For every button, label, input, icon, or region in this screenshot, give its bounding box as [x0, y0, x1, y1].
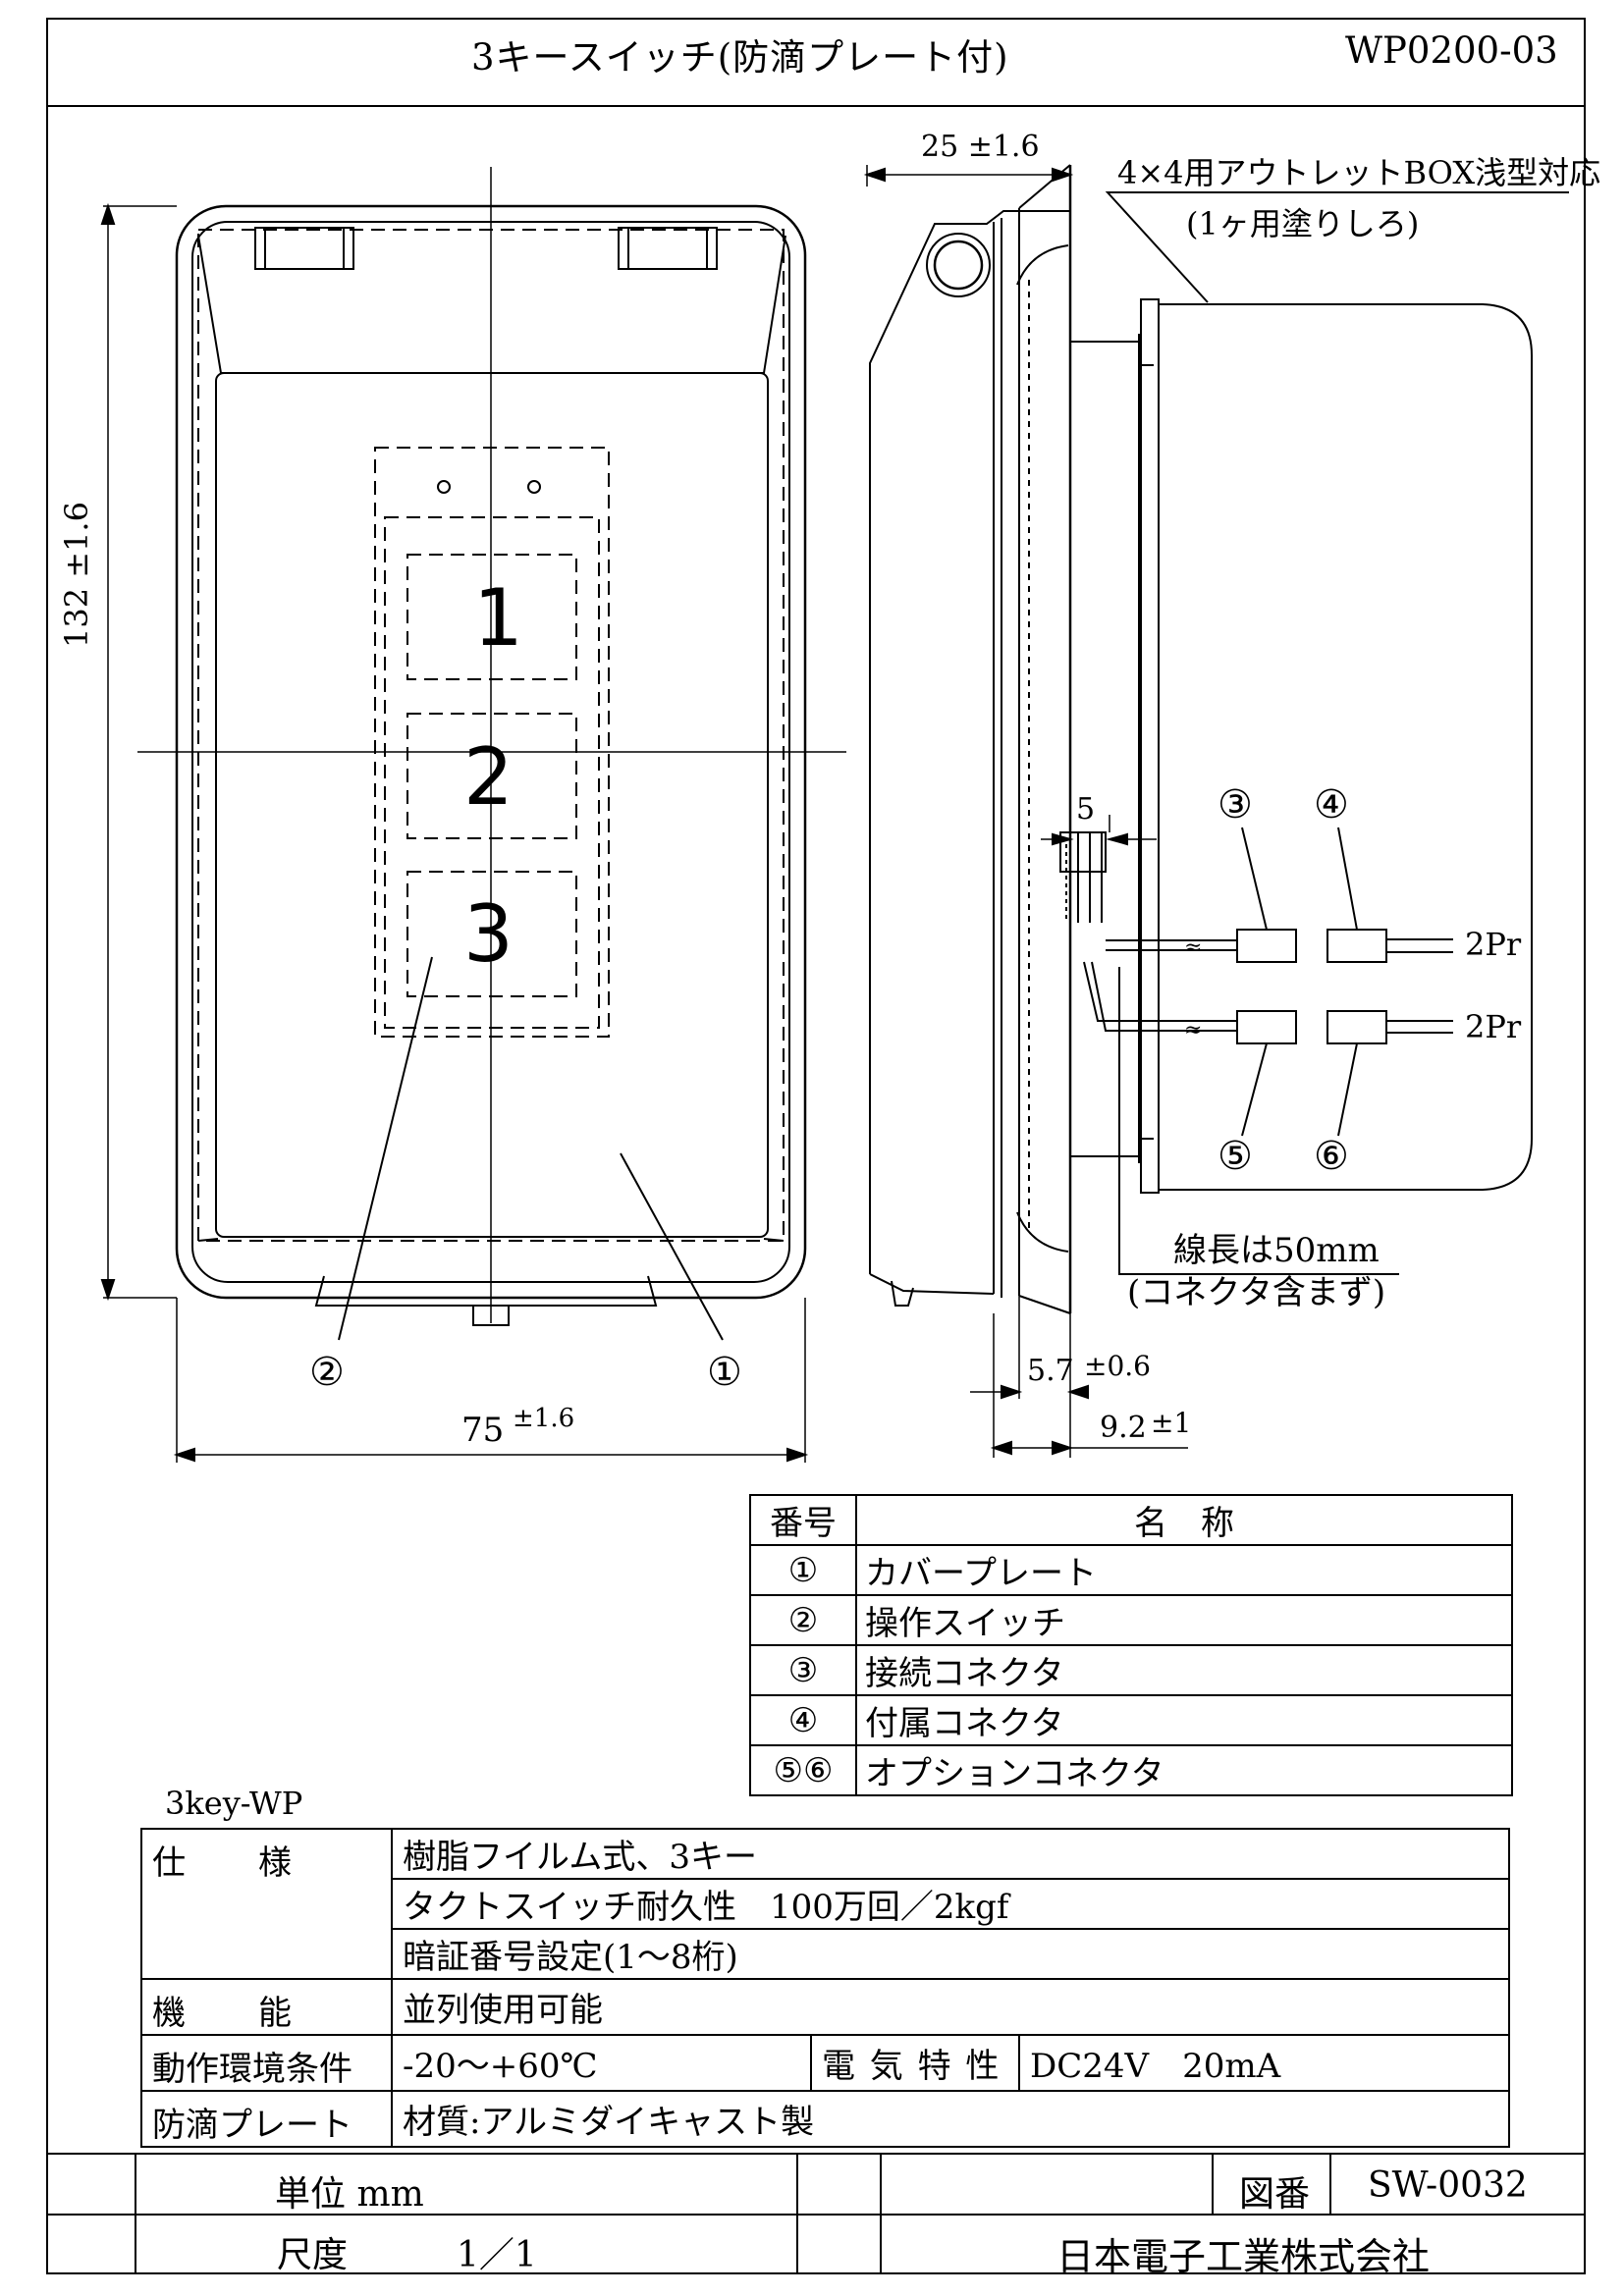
connector-4-callout: ④	[1314, 782, 1349, 828]
svg-text:≈: ≈	[1184, 1018, 1202, 1042]
scale-value: 1／1	[457, 2235, 537, 2275]
plate-value: 材質:アルミダイキャスト製	[391, 2090, 1510, 2148]
drawing-number: SW-0032	[1368, 2165, 1528, 2206]
part-number: ①	[749, 1544, 857, 1596]
spec-label: 仕 様	[140, 1828, 393, 1980]
document-number: WP0200-03	[1345, 29, 1558, 72]
wire-length-note-sub: (コネクタ含まず)	[1127, 1273, 1386, 1312]
table-row: ② 操作スイッチ	[749, 1594, 1513, 1646]
width-dimension-label: 75	[461, 1411, 505, 1450]
part-number: ③	[749, 1644, 857, 1696]
dim-5-7-tolerance: ±0.6	[1084, 1350, 1151, 1382]
dim-5-7-label: 5.7	[1027, 1354, 1074, 1388]
table-row: 動作環境条件 -20～+60℃ 電 気 特 性 DC24V 20mA	[140, 2034, 1510, 2092]
table-row: ⑤⑥ オプションコネクタ	[749, 1744, 1513, 1796]
parts-table: 番号 名 称 ① カバープレート ② 操作スイッチ ③ 接続コネクタ ④ 付属コ…	[749, 1494, 1513, 1796]
elec-value: DC24V 20mA	[1018, 2034, 1510, 2092]
drawing-number-label: 図番	[1239, 2174, 1311, 2215]
plate-label: 防滴プレート	[140, 2090, 393, 2148]
table-row: ④ 付属コネクタ	[749, 1694, 1513, 1746]
depth-dimension-label: 25 ±1.6	[921, 130, 1040, 164]
part-number: ④	[749, 1694, 857, 1746]
unit-label: 単位 mm	[275, 2174, 424, 2215]
connector-5-callout: ⑤	[1218, 1134, 1253, 1179]
connector-3-callout: ③	[1218, 782, 1253, 828]
table-row: ③ 接続コネクタ	[749, 1644, 1513, 1696]
height-dimension-label: 132 ±1.6	[58, 502, 95, 648]
part-number: ⑤⑥	[749, 1744, 857, 1796]
key-3-label: 3	[463, 888, 514, 980]
function-value: 並列使用可能	[391, 1978, 1510, 2036]
dim-5-label: 5	[1076, 792, 1096, 827]
env-value: -20～+60℃	[391, 2034, 812, 2092]
company-name: 日本電子工業株式会社	[1056, 2235, 1431, 2278]
pair-top-label: 2Pr	[1465, 926, 1522, 963]
table-row: タクトスイッチ耐久性 100万回／2kgf	[141, 1878, 1510, 1930]
table-row: 仕 様 樹脂フイルム式、3キー	[140, 1828, 1510, 1980]
part-name: 操作スイッチ	[855, 1594, 1513, 1646]
part-name: 付属コネクタ	[855, 1694, 1513, 1746]
header-divider	[46, 105, 1586, 107]
part-name: 接続コネクタ	[855, 1644, 1513, 1696]
width-tolerance-label: ±1.6	[513, 1404, 575, 1433]
dim-9-2-tolerance: ±1	[1151, 1407, 1192, 1439]
scale-label: 尺度	[277, 2235, 349, 2275]
key-2-label: 2	[463, 731, 514, 823]
elec-label: 電 気 特 性	[810, 2034, 1020, 2092]
spec-value-2: タクトスイッチ耐久性 100万回／2kgf	[391, 1878, 1510, 1930]
pair-bottom-label: 2Pr	[1465, 1008, 1522, 1045]
table-row: 防滴プレート 材質:アルミダイキャスト製	[140, 2090, 1510, 2148]
box-note-line-2: (1ヶ用塗りしろ)	[1186, 205, 1420, 242]
part-name: オプションコネクタ	[855, 1744, 1513, 1796]
callout-1: ①	[707, 1350, 742, 1395]
box-note-line-1: 4×4用アウトレットBOX浅型対応	[1117, 154, 1601, 191]
env-label: 動作環境条件	[140, 2034, 393, 2092]
part-name: カバープレート	[855, 1544, 1513, 1596]
drawing-frame	[46, 18, 1586, 2274]
side-view: ≈ ≈	[863, 164, 1569, 1458]
title-block-grid	[46, 2153, 1586, 2273]
parts-header-no: 番号	[749, 1494, 857, 1546]
spec-table: 仕 様 樹脂フイルム式、3キー タクトスイッチ耐久性 100万回／2kgf 暗証…	[140, 1828, 1510, 2148]
front-view	[100, 167, 846, 1463]
table-row: 暗証番号設定(1～8桁)	[141, 1928, 1510, 1980]
svg-text:≈: ≈	[1184, 935, 1202, 960]
dim-9-2-label: 9.2	[1100, 1411, 1147, 1445]
function-label: 機 能	[140, 1978, 393, 2036]
connector-6-callout: ⑥	[1314, 1134, 1349, 1179]
callout-2: ②	[309, 1350, 345, 1395]
key-1-label: 1	[473, 572, 523, 664]
table-row: ① カバープレート	[749, 1544, 1513, 1596]
part-number: ②	[749, 1594, 857, 1646]
wire-length-note: 線長は50mm	[1173, 1231, 1380, 1270]
drawing-title: 3キースイッチ(防滴プレート付)	[471, 36, 1009, 79]
parts-table-header: 番号 名 称	[749, 1494, 1513, 1546]
spec-value-3: 暗証番号設定(1～8桁)	[391, 1928, 1510, 1980]
table-row: 機 能 並列使用可能	[140, 1978, 1510, 2036]
spec-value-1: 樹脂フイルム式、3キー	[391, 1828, 1510, 1880]
parts-header-name: 名 称	[855, 1494, 1513, 1546]
model-label: 3key-WP	[165, 1785, 303, 1822]
